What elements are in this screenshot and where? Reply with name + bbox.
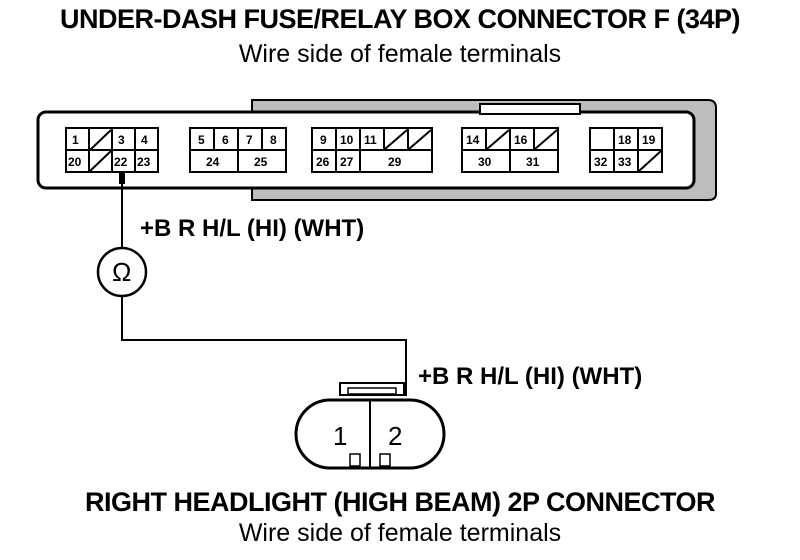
- pin-16-label: 16: [514, 133, 528, 147]
- pin-group-5-blank: [591, 129, 613, 149]
- terminal-tab-2: [379, 453, 391, 467]
- pin-9-label: 9: [320, 133, 327, 147]
- pin-29-label: 29: [388, 155, 402, 169]
- top-connector-title: UNDER-DASH FUSE/RELAY BOX CONNECTOR F (3…: [59, 4, 741, 34]
- top-connector-subtitle: Wire side of female terminals: [238, 40, 562, 68]
- pin-23-label: 23: [137, 155, 151, 169]
- pin-27-label: 27: [340, 155, 354, 169]
- pin-18-label: 18: [618, 133, 632, 147]
- wire-label-lower: +B R H/L (HI) (WHT): [418, 363, 642, 390]
- pin-14-label: 14: [466, 133, 480, 147]
- pin-32-label: 32: [594, 155, 608, 169]
- headlight-pin-1-label: 1: [333, 421, 347, 451]
- pin-6-label: 6: [222, 133, 229, 147]
- pin-7-label: 7: [246, 133, 253, 147]
- pin-group-3: [311, 127, 433, 173]
- pin-5-label: 5: [198, 133, 205, 147]
- pin-3-label: 3: [118, 133, 125, 147]
- pin-30-label: 30: [478, 155, 492, 169]
- pin-19-label: 19: [642, 133, 656, 147]
- pin-25-label: 25: [254, 155, 268, 169]
- pin-1-label: 1: [72, 133, 79, 147]
- pin-8-label: 8: [270, 133, 277, 147]
- pin-10-label: 10: [340, 133, 354, 147]
- bottom-connector-title: RIGHT HEADLIGHT (HIGH BEAM) 2P CONNECTOR: [84, 487, 716, 517]
- probe-tip-pin-22: [119, 172, 125, 184]
- ohm-symbol: Ω: [112, 257, 131, 287]
- pin-group-2: [189, 127, 287, 173]
- pin-24-label: 24: [206, 155, 220, 169]
- pin-33-label: 33: [618, 155, 632, 169]
- connector-latch: [479, 103, 581, 115]
- pin-31-label: 31: [526, 155, 540, 169]
- pin-26-label: 26: [316, 155, 330, 169]
- probe-lead-lower: [121, 296, 407, 396]
- pin-group-4: [461, 127, 559, 173]
- headlight-pin-2-label: 2: [388, 421, 402, 451]
- pin-22-label: 22: [114, 155, 128, 169]
- pin-4-label: 4: [141, 133, 148, 147]
- wire-label-upper: +B R H/L (HI) (WHT): [140, 215, 364, 242]
- headlight-connector-lock-inner: [347, 387, 397, 395]
- bottom-connector-subtitle: Wire side of female terminals: [238, 519, 562, 547]
- pin-11-label: 11: [364, 133, 377, 147]
- pin-20-label: 20: [68, 155, 82, 169]
- terminal-tab-1: [349, 453, 361, 467]
- pin-group-1: [65, 127, 159, 173]
